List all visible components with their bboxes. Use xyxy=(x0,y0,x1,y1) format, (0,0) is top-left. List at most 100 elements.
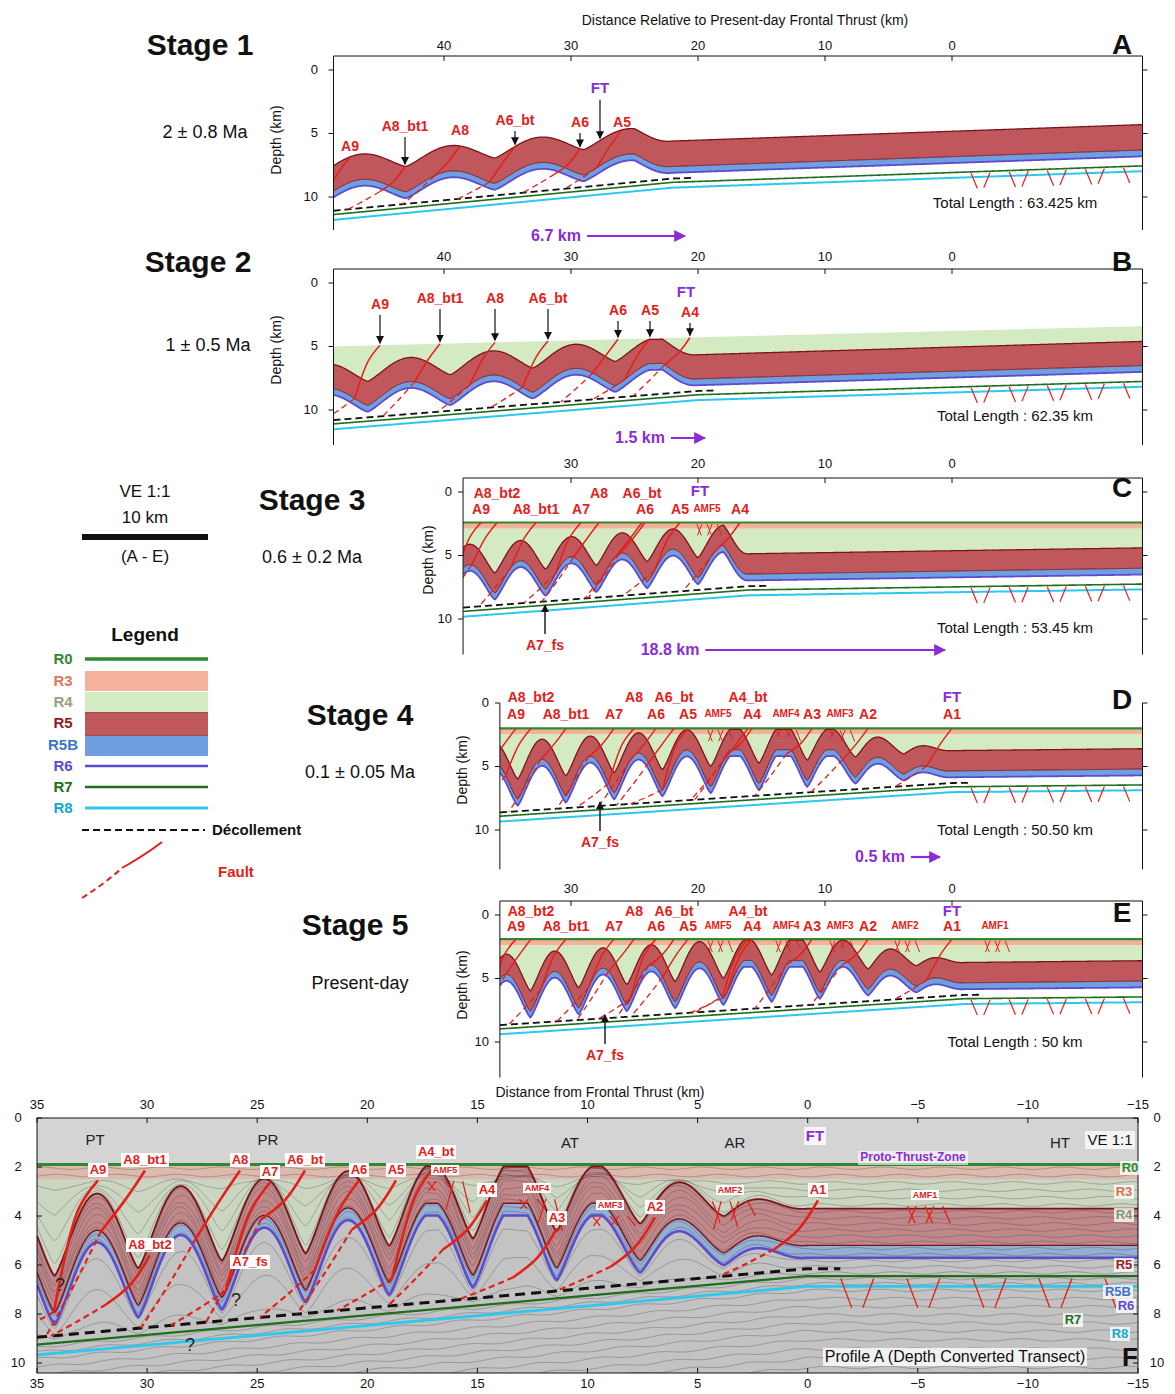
thrust-fault-inferred xyxy=(500,776,506,814)
horizon-r6 xyxy=(37,1216,1138,1325)
thrust-fault-inferred xyxy=(46,1231,101,1336)
thrust-fault xyxy=(655,522,680,570)
seismic-reflector xyxy=(37,1348,1138,1373)
tick-mark xyxy=(698,478,699,483)
minor-fault xyxy=(708,941,712,952)
normal-fault xyxy=(971,1000,977,1015)
axis-frame xyxy=(329,56,1148,230)
thrust-fault xyxy=(927,939,952,980)
tick-label: 10 xyxy=(475,823,489,838)
legend-line-sample xyxy=(85,765,208,768)
normal-fault xyxy=(1123,168,1129,183)
horizon-r8 xyxy=(500,790,1143,821)
fault-label: A4_bt xyxy=(729,903,768,919)
thrust-fault-inferred xyxy=(895,766,927,786)
thrust-fault xyxy=(315,1180,359,1269)
thrust-fault xyxy=(435,146,460,176)
tick-label: 30 xyxy=(564,457,578,472)
minor-fault xyxy=(776,730,780,737)
normal-fault xyxy=(1022,587,1028,602)
legend-line-sample xyxy=(85,657,208,661)
thrust-fault-inferred xyxy=(811,759,843,792)
normal-fault xyxy=(1060,999,1066,1014)
normal-fault xyxy=(1060,586,1066,601)
minor-fault xyxy=(787,730,791,737)
horizon-label: R5 xyxy=(1114,1258,1135,1273)
leader-arrow xyxy=(689,323,690,335)
query-mark: ? xyxy=(185,1335,195,1356)
axis-line xyxy=(1142,269,1143,445)
fault-label: A8_bt1 xyxy=(417,290,464,306)
thrust-fault-inferred xyxy=(524,574,556,603)
shortening-value: 0.5 km xyxy=(855,848,905,866)
thrust-fault-inferred xyxy=(631,790,663,804)
legend-swatch xyxy=(85,713,208,735)
horizon-label: R6 xyxy=(1116,1299,1137,1314)
fault-label: A7_fs xyxy=(526,637,564,653)
normal-fault xyxy=(1047,587,1053,602)
tick-mark xyxy=(37,1216,42,1217)
fault-label: A6 xyxy=(349,1163,370,1178)
normal-fault xyxy=(971,388,977,403)
fault-label: A2 xyxy=(645,1200,666,1215)
fault-label: A7 xyxy=(260,1165,281,1180)
tick-label: 10 xyxy=(818,457,832,472)
fault-label: A8 xyxy=(451,122,469,138)
horizon-r6 xyxy=(334,156,1143,198)
fault-label: A6_bt xyxy=(655,903,694,919)
tick-label: 2 xyxy=(1153,1160,1160,1175)
tick-label: 0 xyxy=(311,63,318,78)
normal-fault xyxy=(984,1000,990,1015)
thrust-fault-inferred xyxy=(491,387,523,407)
tick-label: 20 xyxy=(691,39,705,54)
fault-label: A8_bt1 xyxy=(543,706,590,722)
tick-mark xyxy=(825,269,826,274)
minor-fault xyxy=(446,1181,454,1209)
tick-label: 0 xyxy=(311,276,318,291)
legend-label: R6 xyxy=(53,757,72,774)
thrust-fault-inferred xyxy=(438,385,470,412)
tick-label: 20 xyxy=(691,250,705,265)
minor-fault-label: AMF5 xyxy=(704,920,731,932)
seismic-reflector xyxy=(37,1339,1138,1373)
unit-r5b xyxy=(334,363,1143,411)
tick-mark xyxy=(495,703,500,704)
thrust-fault xyxy=(541,939,566,990)
minor-fault xyxy=(708,941,712,952)
normal-fault xyxy=(1047,787,1053,802)
axis-line xyxy=(334,269,1143,270)
tick-mark xyxy=(495,1042,500,1043)
axis-line xyxy=(1142,56,1143,230)
minor-fault xyxy=(427,1181,435,1191)
minor-fault xyxy=(850,730,854,741)
fault-label: A5 xyxy=(386,1163,407,1178)
axis-line xyxy=(499,703,500,869)
horizon-r6 xyxy=(500,756,1143,805)
horizon-label: R8 xyxy=(1110,1327,1131,1342)
normal-fault xyxy=(973,1278,984,1307)
minor-fault xyxy=(841,730,845,741)
horizon-r0 xyxy=(37,1163,1138,1166)
fault-label: A6 xyxy=(609,302,627,318)
normal-fault xyxy=(907,1278,918,1307)
seismic-ground xyxy=(37,1118,1138,1373)
thrust-fault xyxy=(620,522,645,553)
thrust-fault-inferred xyxy=(557,987,589,1021)
minor-fault xyxy=(717,524,721,535)
minor-fault xyxy=(537,1199,545,1209)
thrust-fault xyxy=(663,939,688,977)
fault-label: A8_bt2 xyxy=(508,903,555,919)
legend-line-sample xyxy=(82,829,205,831)
section-panel xyxy=(323,269,1148,445)
tick-mark xyxy=(952,478,953,483)
tick-mark xyxy=(477,1368,478,1373)
axis-line xyxy=(463,478,1142,479)
normal-fault xyxy=(1085,586,1091,601)
normal-fault xyxy=(1098,787,1104,802)
thrust-fault xyxy=(774,1200,818,1249)
tick-label: 20 xyxy=(691,882,705,897)
fault-label: A5 xyxy=(613,114,631,130)
thrust-fault xyxy=(715,522,740,551)
tick-mark xyxy=(37,1167,42,1168)
thrust-fault-inferred xyxy=(337,1279,392,1311)
